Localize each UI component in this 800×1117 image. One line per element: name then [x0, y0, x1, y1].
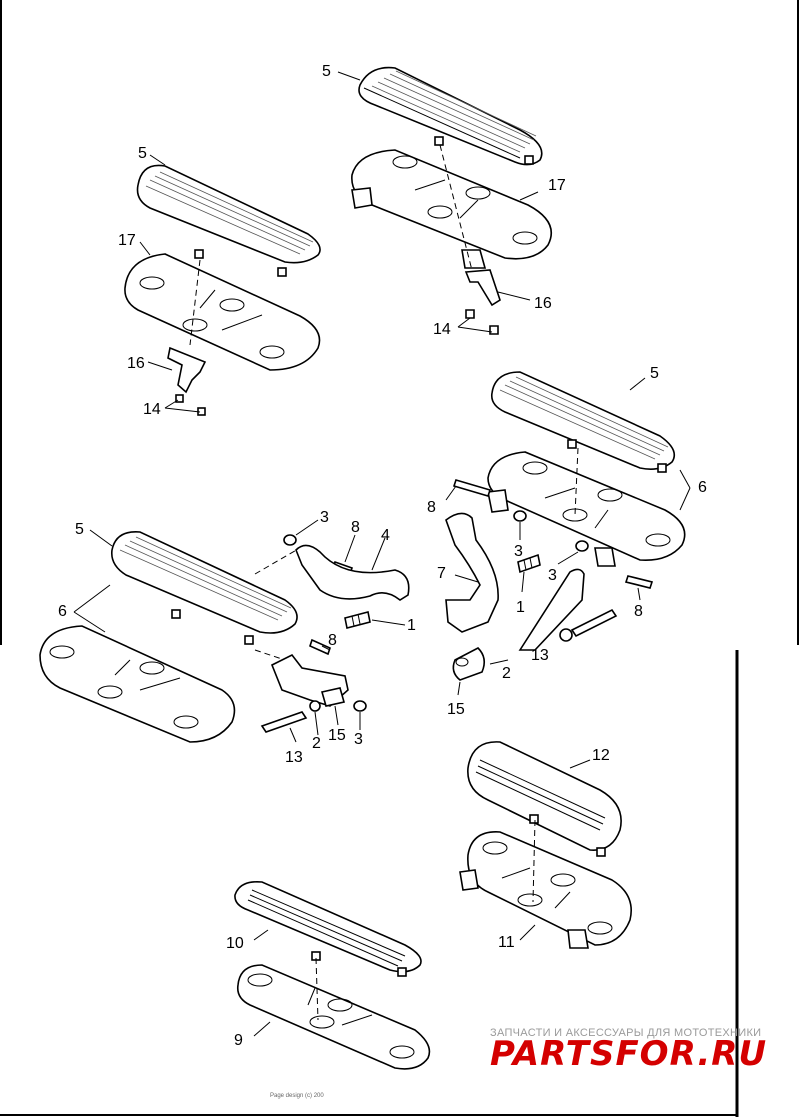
- part-label: 11: [498, 934, 515, 951]
- part-label: 6: [58, 603, 67, 620]
- bolt-13c: [559, 608, 618, 642]
- floorboard-base-17b: [124, 253, 321, 371]
- part-label: 8: [328, 632, 337, 649]
- watermark: ЗАПЧАСТИ И АКСЕССУАРЫ ДЛЯ МОТОТЕХНИКИ PA…: [490, 1027, 767, 1074]
- assembly-middle-left: 5 6 3 8 4 1 8 13 2 15 3: [39, 509, 416, 766]
- mount-bracket-7c: [445, 512, 499, 633]
- assembly-bottom-center: 10 9: [226, 880, 431, 1070]
- floorboard-pad-5b: [136, 164, 321, 277]
- spacer-15c: [452, 647, 486, 681]
- assembly-middle-right: 5 6 8 3 7 1 3 8 13 2 15: [427, 365, 707, 718]
- part-label: 17: [548, 177, 566, 194]
- part-label: 3: [548, 567, 557, 584]
- footer-credit: Page design (c) 200: [270, 1093, 324, 1099]
- assembly-bottom-right: 12 11: [459, 741, 632, 951]
- assembly-top-right: 5 17 16 14: [322, 63, 566, 338]
- part-label: 7: [437, 565, 446, 582]
- part-label: 16: [534, 295, 552, 312]
- nut-3e: [283, 534, 297, 546]
- part-label: 8: [427, 499, 436, 516]
- part-label: 16: [127, 355, 145, 372]
- part-label: 15: [328, 727, 346, 744]
- part-label: 12: [592, 747, 610, 764]
- part-label: 9: [234, 1032, 243, 1049]
- nut-3d: [575, 540, 589, 552]
- floorboard-pad-12: [467, 741, 622, 857]
- part-label: 5: [650, 365, 659, 382]
- front-bracket-4e: [295, 544, 410, 601]
- pin-8f: [309, 638, 331, 656]
- stud-1c: [517, 553, 541, 574]
- part-label: 15: [447, 701, 465, 718]
- screw-14b: [175, 394, 206, 416]
- part-label: 3: [514, 543, 523, 560]
- bracket-16b: [167, 346, 207, 394]
- nut-3f: [353, 700, 367, 712]
- pin-8d: [624, 575, 654, 589]
- part-label: 5: [138, 145, 147, 162]
- assembly-top-left: 5 17 16 14: [118, 145, 321, 418]
- floorboard-pad-5c: [490, 371, 676, 473]
- washer-2f: [309, 700, 321, 712]
- part-label: 3: [320, 509, 329, 526]
- floorboard-pad-5a: [358, 66, 543, 166]
- part-label: 2: [502, 665, 511, 682]
- floorboard-base-9: [236, 964, 431, 1070]
- floorboard-base-11: [459, 831, 632, 949]
- part-label: 5: [322, 63, 331, 80]
- floorboard-base-6c: [487, 451, 686, 567]
- part-label: 3: [354, 731, 363, 748]
- part-label: 5: [75, 521, 84, 538]
- part-label: 1: [407, 617, 416, 634]
- part-label: 8: [634, 603, 643, 620]
- part-label: 1: [516, 599, 525, 616]
- part-label: 17: [118, 232, 136, 249]
- floorboard-base-6e: [39, 625, 236, 743]
- part-label: 14: [433, 321, 451, 338]
- part-label: 2: [312, 735, 321, 752]
- pin-8c: [452, 479, 492, 497]
- arm-support: [518, 568, 585, 651]
- floorboard-pad-5e: [110, 531, 298, 645]
- bolt-13f: [260, 711, 308, 733]
- floorboard-pad-10: [234, 880, 422, 977]
- part-label: 8: [351, 519, 360, 536]
- watermark-logo: PARTSFOR.RU: [490, 1034, 767, 1074]
- part-label: 13: [285, 749, 303, 766]
- nut-3c: [513, 510, 527, 522]
- part-label: 14: [143, 401, 161, 418]
- part-label: 6: [698, 479, 707, 496]
- part-label: 4: [381, 527, 390, 544]
- part-label: 13: [531, 647, 549, 664]
- floorboard-base-17a: [351, 149, 553, 269]
- bracket-16a: [464, 269, 501, 307]
- part-label: 10: [226, 935, 244, 952]
- spacer-15f: [320, 687, 346, 707]
- watermark-tagline: ЗАПЧАСТИ И АКСЕССУАРЫ ДЛЯ МОТОТЕХНИКИ: [490, 1027, 761, 1039]
- stud-1e: [344, 611, 371, 629]
